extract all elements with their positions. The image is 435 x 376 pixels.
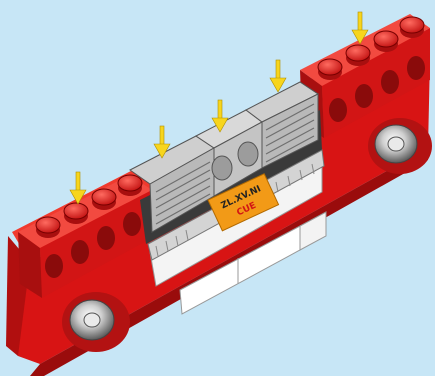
wheel-icon — [62, 292, 130, 352]
wheel-icon — [368, 118, 432, 174]
